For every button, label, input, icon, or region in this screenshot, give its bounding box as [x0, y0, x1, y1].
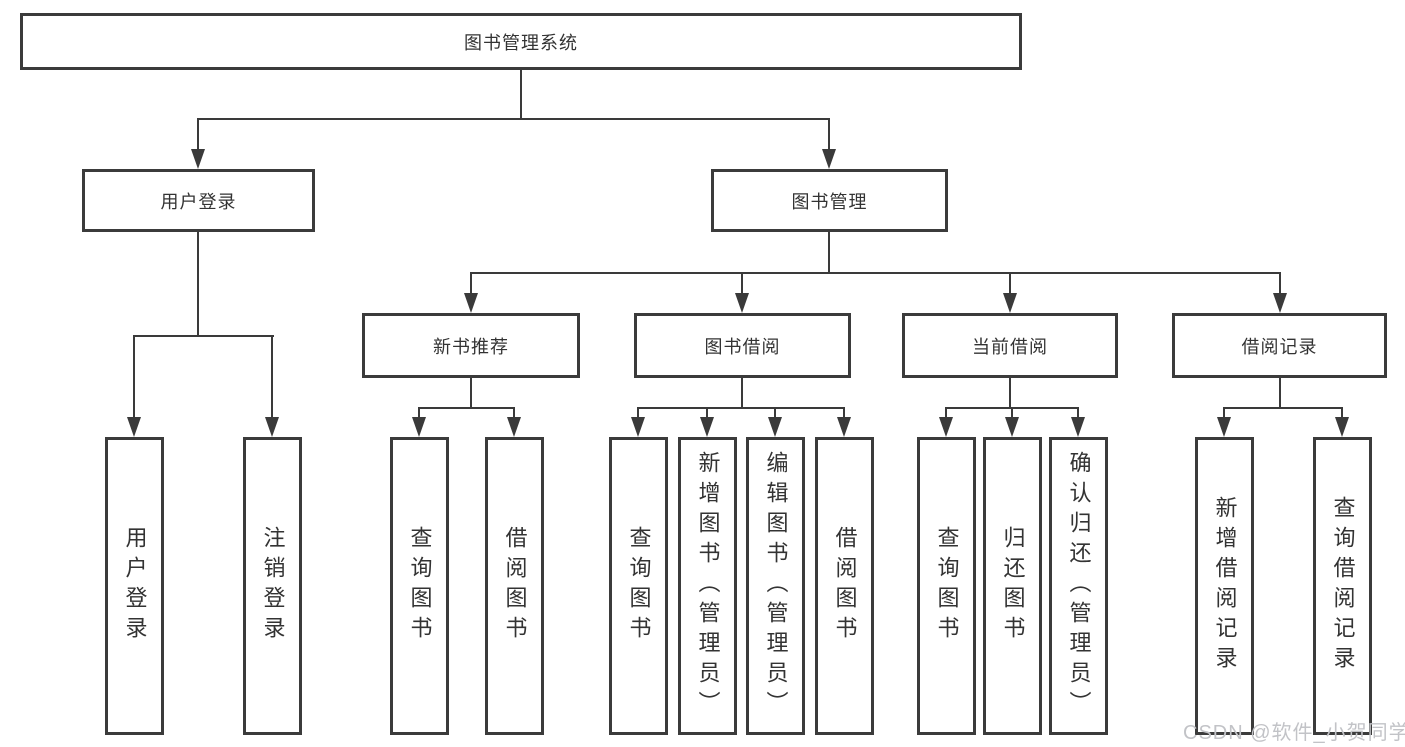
leaf-return-books: 归还图书 [983, 437, 1042, 735]
arrow-down-icon [1217, 417, 1231, 437]
arrow-down-icon [631, 417, 645, 437]
leaf-borrow-books: 借阅图书 [815, 437, 874, 735]
connector-drop-leaf [1011, 407, 1013, 421]
node-borrow-record: 借阅记录 [1172, 313, 1387, 378]
leaf-add-books-admin: 新增图书（管理员） [678, 437, 737, 735]
arrow-down-icon [700, 417, 714, 437]
connector-drop-leaf [271, 335, 273, 421]
connector-drop-user-login [197, 118, 199, 154]
connector-drop-leaf [418, 407, 420, 421]
connector-rail [418, 407, 515, 409]
leaf-confirm-return-admin: 确认归还（管理员） [1049, 437, 1108, 735]
connector-drop-leaf [774, 407, 776, 421]
arrow-down-icon [191, 149, 205, 169]
connector-drop-leaf [513, 407, 515, 421]
arrow-down-icon [127, 417, 141, 437]
leaf-query-books-current: 查询图书 [917, 437, 976, 735]
connector-stem [1009, 378, 1011, 407]
connector-drop-level3 [1279, 272, 1281, 298]
connector-stem [1279, 378, 1281, 407]
arrow-down-icon [837, 417, 851, 437]
leaf-logout: 注销登录 [243, 437, 302, 735]
connector-drop-leaf [945, 407, 947, 421]
arrow-down-icon [939, 417, 953, 437]
connector-drop-leaf [637, 407, 639, 421]
leaf-query-books-recommend: 查询图书 [390, 437, 449, 735]
connector-rail [1223, 407, 1343, 409]
node-root: 图书管理系统 [20, 13, 1022, 70]
connector-drop-level3 [741, 272, 743, 298]
arrow-down-icon [412, 417, 426, 437]
connector-drop-leaf [843, 407, 845, 421]
connector-drop-level3 [470, 272, 472, 298]
leaf-query-borrow-record: 查询借阅记录 [1313, 437, 1372, 735]
arrow-down-icon [507, 417, 521, 437]
connector-user-login-stem [197, 232, 199, 335]
arrow-down-icon [1071, 417, 1085, 437]
arrow-down-icon [735, 293, 749, 313]
node-new-book-recommend: 新书推荐 [362, 313, 580, 378]
connector-book-management-stem [828, 232, 830, 272]
node-book-management: 图书管理 [711, 169, 948, 232]
connector-book-management-rail [470, 272, 1281, 274]
connector-root-stem [520, 70, 522, 118]
node-book-borrow: 图书借阅 [634, 313, 851, 378]
connector-drop-book-management [828, 118, 830, 154]
connector-drop-leaf [706, 407, 708, 421]
arrow-down-icon [1003, 293, 1017, 313]
connector-drop-leaf [1077, 407, 1079, 421]
connector-stem [470, 378, 472, 407]
arrow-down-icon [1005, 417, 1019, 437]
arrow-down-icon [464, 293, 478, 313]
arrow-down-icon [822, 149, 836, 169]
arrow-down-icon [1273, 293, 1287, 313]
arrow-down-icon [1335, 417, 1349, 437]
leaf-user-login: 用户登录 [105, 437, 164, 735]
connector-drop-leaf [133, 335, 135, 421]
arrow-down-icon [265, 417, 279, 437]
arrow-down-icon [768, 417, 782, 437]
node-user-login: 用户登录 [82, 169, 315, 232]
node-current-borrow: 当前借阅 [902, 313, 1118, 378]
connector-drop-level3 [1009, 272, 1011, 298]
connector-rail [637, 407, 845, 409]
connector-stem [741, 378, 743, 407]
connector-drop-leaf [1341, 407, 1343, 421]
leaf-edit-books-admin: 编辑图书（管理员） [746, 437, 805, 735]
connector-user-login-rail [133, 335, 274, 337]
leaf-borrow-books-recommend: 借阅图书 [485, 437, 544, 735]
csdn-watermark: CSDN @软件_小贺同学 [1183, 722, 1405, 744]
connector-drop-leaf [1223, 407, 1225, 421]
leaf-add-borrow-record: 新增借阅记录 [1195, 437, 1254, 735]
connector-root-rail [197, 118, 830, 120]
leaf-query-books-borrow: 查询图书 [609, 437, 668, 735]
